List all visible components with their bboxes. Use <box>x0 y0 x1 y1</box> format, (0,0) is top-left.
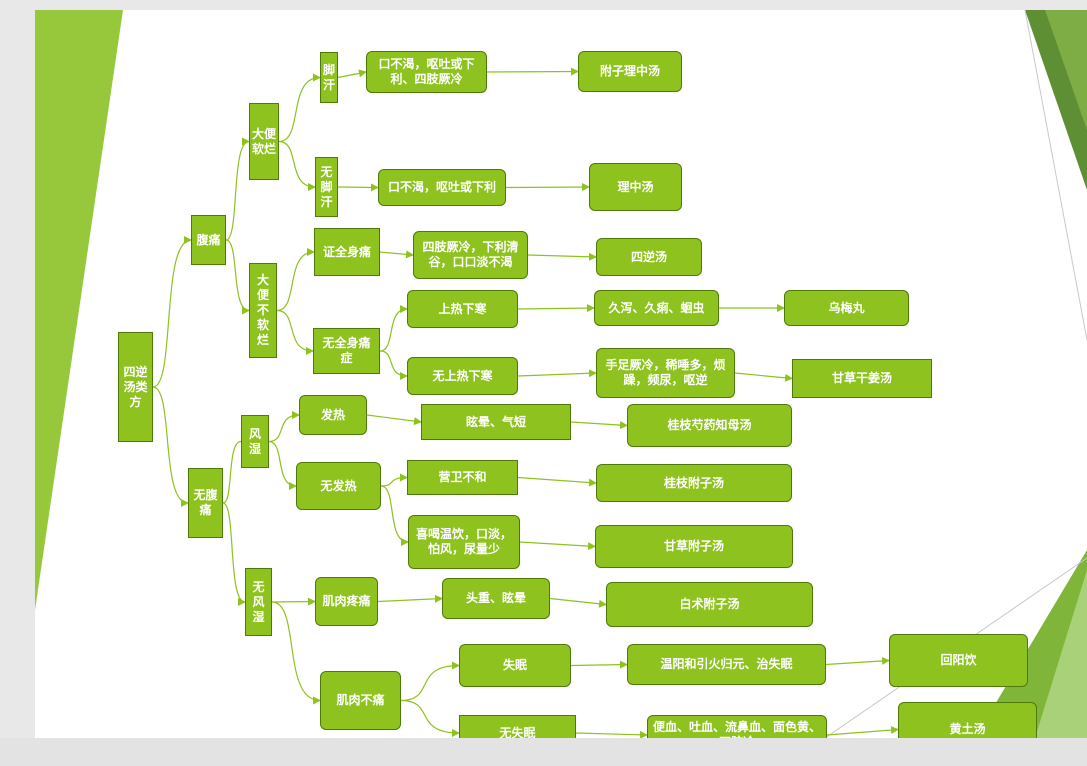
edge-symptom-b1-to-sini <box>527 252 597 261</box>
edge-no-whole-body-pain-to-upper-heat <box>379 305 408 352</box>
edge-no-wind-damp-to-no-muscle-pain <box>271 601 321 705</box>
edge-no-abdominal-pain-to-no-wind-damp <box>222 502 246 606</box>
edge-yingwei-to-guizhi-fuzi <box>517 476 597 487</box>
status-bar <box>0 738 1087 766</box>
edge-whole-body-pain-to-symptom-b1 <box>379 250 414 259</box>
node-no-fever: 无发热 <box>296 462 381 510</box>
node-insomnia: 失眠 <box>459 644 571 687</box>
node-baizhu-fuzi: 白术附子汤 <box>606 582 813 627</box>
node-no-insomnia: 无失眠 <box>459 715 576 738</box>
node-foot-sweat: 脚汗 <box>320 52 338 103</box>
edge-loose-stool-to-no-foot-sweat <box>278 140 316 191</box>
node-abdominal-pain: 腹痛 <box>191 215 226 265</box>
node-symptom-e1: 头重、眩晕 <box>442 578 550 619</box>
node-fever: 发热 <box>299 395 367 435</box>
node-no-abdominal-pain: 无腹痛 <box>188 468 223 538</box>
node-upper-heat: 上热下寒 <box>407 290 518 328</box>
node-no-upper-heat: 无上热下寒 <box>407 357 518 395</box>
slide-canvas: 四逆汤类方 腹痛 无腹痛 大便软烂 大便不软烂 脚汗 无脚汗 口不渴，呕吐或下利… <box>35 10 1087 738</box>
edge-wind-damp-to-no-fever <box>268 440 297 490</box>
edge-no-fever-to-yingwei <box>380 473 408 487</box>
node-symptom-c1: 久泻、久痢、蛔虫 <box>594 290 719 326</box>
edge-root-to-abdominal-pain <box>152 236 192 388</box>
node-gancao-ganjiang: 甘草干姜汤 <box>792 359 932 398</box>
node-symptom-d2: 喜喝温饮，口淡，怕风，尿量少 <box>408 515 520 569</box>
node-guizhi-fuzi: 桂枝附子汤 <box>596 464 792 502</box>
edge-foot-sweat-to-symptom-a1 <box>337 69 367 79</box>
node-root: 四逆汤类方 <box>118 332 153 442</box>
node-symptom-b1: 四肢厥冷，下利清谷，口口淡不渴 <box>413 231 528 279</box>
edge-fever-to-symptom-d1 <box>366 414 422 426</box>
node-lizhong: 理中汤 <box>589 163 682 211</box>
edge-wind-damp-to-fever <box>268 411 300 443</box>
node-gancao-fuzi: 甘草附子汤 <box>595 525 793 568</box>
node-no-foot-sweat: 无脚汗 <box>315 157 338 217</box>
node-fuzi-lizhong: 附子理中汤 <box>578 51 682 92</box>
edge-symptom-e2-to-huiyang <box>825 656 890 666</box>
node-huangtu: 黄土汤 <box>898 702 1037 738</box>
edge-no-fever-to-symptom-d2 <box>380 485 409 546</box>
node-loose-stool: 大便软烂 <box>249 103 279 180</box>
node-muscle-pain: 肌肉疼痛 <box>315 577 378 626</box>
node-symptom-e3: 便血、吐血、流鼻血、面色黄、四肢冷 <box>647 715 827 738</box>
node-not-loose-stool: 大便不软烂 <box>249 263 277 358</box>
edge-no-insomnia-to-symptom-e3 <box>575 730 648 738</box>
node-symptom-e2: 温阳和引火归元、治失眠 <box>627 644 826 685</box>
edge-symptom-d1-to-guizhi-shaoyao-zhimu <box>570 421 628 430</box>
node-huiyang: 回阳饮 <box>889 634 1028 687</box>
edge-symptom-e3-to-huangtu <box>826 726 899 736</box>
edge-muscle-pain-to-symptom-e1 <box>377 594 443 603</box>
edge-symptom-a1-to-fuzi-lizhong <box>486 67 579 76</box>
node-wind-damp: 风湿 <box>241 415 269 468</box>
node-no-wind-damp: 无风湿 <box>245 568 272 636</box>
node-symptom-a1: 口不渴，呕吐或下利、四肢厥冷 <box>366 51 487 93</box>
edge-not-loose-stool-to-no-whole-body-pain <box>276 309 314 355</box>
edge-no-muscle-pain-to-no-insomnia <box>400 699 460 737</box>
node-wumei: 乌梅丸 <box>784 290 909 326</box>
edge-no-wind-damp-to-muscle-pain <box>271 597 316 606</box>
edge-symptom-c2-to-gancao-ganjiang <box>734 372 793 382</box>
edge-symptom-e1-to-baizhu-fuzi <box>549 597 607 608</box>
slide-decoration <box>35 10 1087 738</box>
edge-upper-heat-to-symptom-c1 <box>517 304 595 313</box>
node-symptom-d1: 眩晕、气短 <box>421 404 571 440</box>
edge-no-muscle-pain-to-insomnia <box>400 661 460 702</box>
edge-not-loose-stool-to-whole-body-pain <box>276 248 315 312</box>
edge-no-abdominal-pain-to-wind-damp <box>222 440 242 504</box>
edge-insomnia-to-symptom-e2 <box>570 660 628 669</box>
edge-no-whole-body-pain-to-no-upper-heat <box>379 350 408 380</box>
edge-root-to-no-abdominal-pain <box>152 386 189 507</box>
edge-abdominal-pain-to-not-loose-stool <box>225 239 250 315</box>
node-guizhi-shaoyao-zhimu: 桂枝芍药知母汤 <box>627 404 792 447</box>
edge-abdominal-pain-to-loose-stool <box>225 137 250 241</box>
edge-symptom-d2-to-gancao-fuzi <box>519 541 596 551</box>
node-no-muscle-pain: 肌肉不痛 <box>320 671 401 730</box>
node-whole-body-pain: 证全身痛 <box>314 228 380 276</box>
edge-no-upper-heat-to-symptom-c2 <box>517 369 597 378</box>
node-symptom-a2: 口不渴，呕吐或下利 <box>378 169 506 206</box>
node-symptom-c2: 手足厥冷，稀唾多，烦躁，频尿，呕逆 <box>596 348 735 398</box>
node-no-whole-body-pain: 无全身痛症 <box>313 328 380 374</box>
connector-layer <box>152 67 899 738</box>
node-sini: 四逆汤 <box>596 238 702 276</box>
edge-no-foot-sweat-to-symptom-a2 <box>337 183 379 192</box>
node-yingwei: 营卫不和 <box>407 460 518 495</box>
edge-symptom-a2-to-lizhong <box>505 183 590 192</box>
edge-loose-stool-to-foot-sweat <box>278 73 321 143</box>
